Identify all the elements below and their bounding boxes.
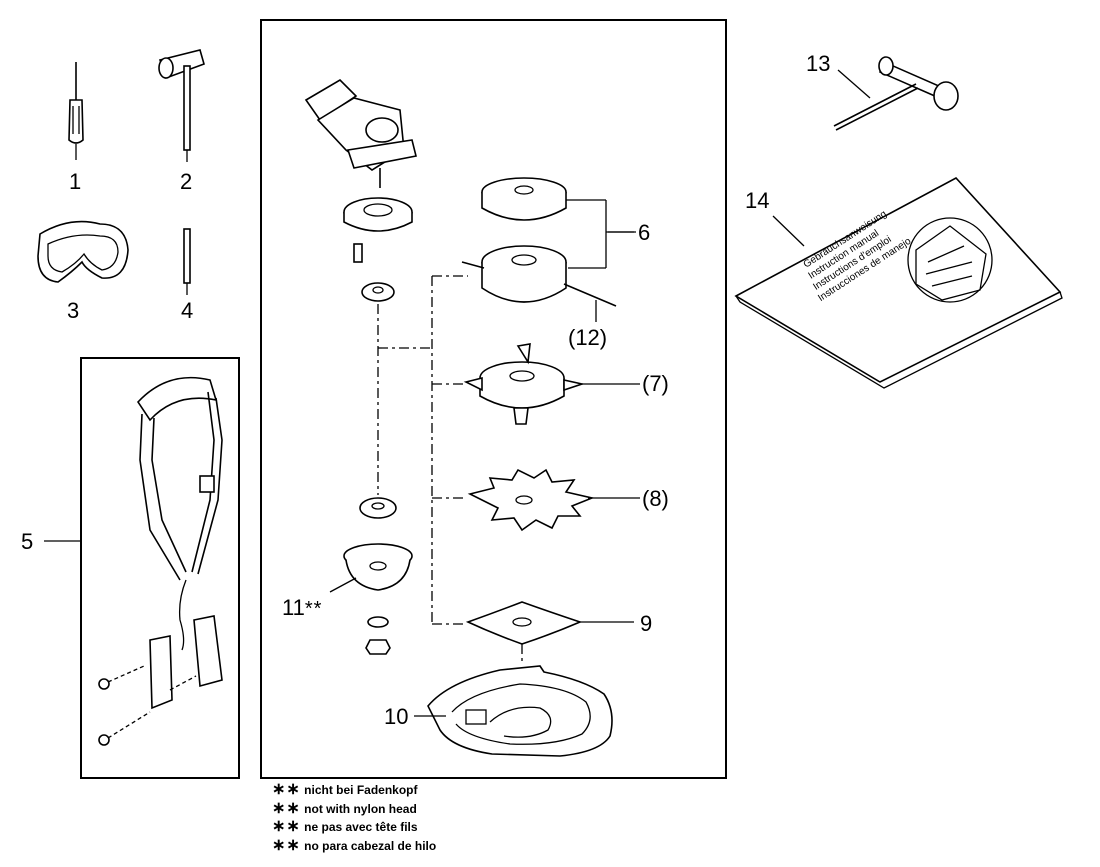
footnote-text: nicht bei Fadenkopf xyxy=(304,783,418,797)
nylon-head-drawing xyxy=(461,177,617,307)
pin-drawing xyxy=(183,228,191,295)
deflector-drawing xyxy=(427,665,613,757)
footnote-mark: ∗∗ xyxy=(272,799,301,817)
footnote-mark: ∗∗ xyxy=(272,781,301,798)
callout-14: 14 xyxy=(745,188,770,213)
instruction-manual-drawing: Gebrauchsanweisung Instruction manual In… xyxy=(734,177,1063,389)
gearbox-drawing xyxy=(304,78,417,188)
safety-goggles-drawing xyxy=(37,220,129,283)
harness-drawing xyxy=(98,376,223,746)
thrust-washer-drawing xyxy=(361,282,395,302)
mowing-head-frame xyxy=(260,19,727,779)
callout-5: 5 xyxy=(21,529,34,554)
callout-11: 11** xyxy=(282,595,323,620)
callout-9: 9 xyxy=(640,611,653,636)
callout-10: 10 xyxy=(384,704,409,729)
footnote-fr: ∗∗ ne pas avec tête fils xyxy=(272,818,436,837)
callout-3: 3 xyxy=(67,298,80,323)
callout-2: 2 xyxy=(180,169,193,194)
footnote-text: not with nylon head xyxy=(304,801,417,816)
callout-11-asterisks: ** xyxy=(304,598,323,620)
callout-12: (12) xyxy=(568,325,608,350)
footnote-text: ne pas avec tête fils xyxy=(304,820,418,834)
harness-frame xyxy=(80,357,240,779)
callout-1: 1 xyxy=(69,169,82,194)
footnote-mark: ∗∗ xyxy=(272,836,301,854)
box-wrench-drawing xyxy=(833,56,959,131)
callout-8: (8) xyxy=(642,486,669,511)
thrust-washer-lower-drawing xyxy=(359,497,397,519)
callout-13: 13 xyxy=(806,51,831,76)
grass-blade-drawing xyxy=(465,601,583,645)
assembly-path xyxy=(377,275,468,625)
footnote-es: ∗∗ no para cabezal de hilo xyxy=(272,837,436,856)
rider-plate-drawing xyxy=(343,543,413,591)
footnote-text: no para cabezal de hilo xyxy=(304,838,437,853)
screw-drawing xyxy=(353,243,363,263)
footnote-de: ∗∗ nicht bei Fadenkopf xyxy=(272,781,436,800)
saw-blade-drawing xyxy=(467,468,595,532)
footnote-en: ∗∗ not with nylon head xyxy=(272,800,436,819)
polycut-head-drawing xyxy=(463,343,585,425)
callout-6: 6 xyxy=(638,220,651,245)
callout-11-number: 11 xyxy=(282,595,305,620)
combination-wrench-drawing xyxy=(158,49,205,162)
thrust-plate-drawing xyxy=(343,197,413,232)
washer-nut-drawing xyxy=(365,616,391,655)
footnotes: ∗∗ nicht bei Fadenkopf ∗∗ not with nylon… xyxy=(272,781,436,855)
footnote-mark: ∗∗ xyxy=(272,818,301,835)
callout-7: (7) xyxy=(642,371,669,396)
screwdriver-drawing xyxy=(68,62,84,160)
callout-4: 4 xyxy=(181,298,194,323)
